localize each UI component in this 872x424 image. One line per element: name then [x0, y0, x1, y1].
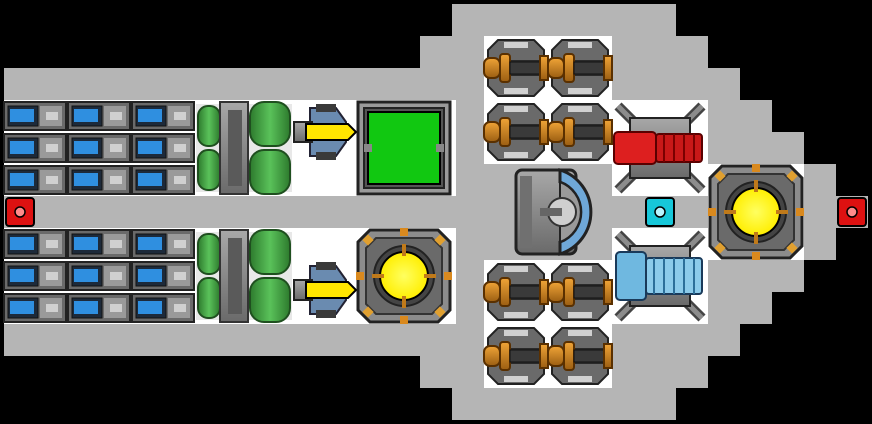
- battery-cell: [3, 261, 67, 291]
- battery-cell: [67, 165, 131, 195]
- battery-bank-bottom[interactable]: [3, 229, 195, 323]
- autocannon-group-top[interactable]: [483, 39, 613, 161]
- power-node-right[interactable]: [837, 197, 867, 227]
- battery-cell: [67, 229, 131, 259]
- ion-cannon[interactable]: [614, 230, 706, 322]
- battery-cell: [3, 133, 67, 163]
- battery-cell: [3, 229, 67, 259]
- battery-cell: [131, 293, 195, 323]
- reactor-left[interactable]: [356, 228, 452, 324]
- cockpit[interactable]: [356, 100, 452, 196]
- thruster-bottom[interactable]: [293, 262, 358, 318]
- battery-cell: [3, 293, 67, 323]
- reactor-right[interactable]: [708, 164, 804, 260]
- autocannon[interactable]: [547, 103, 613, 161]
- autocannon[interactable]: [547, 39, 613, 97]
- autocannon[interactable]: [547, 327, 613, 385]
- battery-cell: [67, 293, 131, 323]
- power-node-center[interactable]: [645, 197, 675, 227]
- autocannon[interactable]: [483, 327, 549, 385]
- missile-launcher[interactable]: [613, 102, 706, 194]
- battery-cell: [131, 101, 195, 131]
- battery-cell: [131, 133, 195, 163]
- battery-cell: [67, 261, 131, 291]
- autocannon[interactable]: [483, 263, 549, 321]
- autocannon[interactable]: [483, 103, 549, 161]
- battery-cell: [131, 229, 195, 259]
- battery-cell: [3, 101, 67, 131]
- battery-cell: [3, 165, 67, 195]
- autocannon[interactable]: [547, 263, 613, 321]
- battery-bank-top[interactable]: [3, 101, 195, 195]
- battery-cell: [131, 261, 195, 291]
- power-node-left[interactable]: [5, 197, 35, 227]
- battery-cell: [131, 165, 195, 195]
- fuel-tank-bottom[interactable]: [196, 229, 292, 323]
- autocannon-group-bottom[interactable]: [483, 263, 613, 385]
- thruster-top[interactable]: [293, 104, 358, 160]
- autocannon[interactable]: [483, 39, 549, 97]
- fuel-tank-top[interactable]: [196, 101, 292, 195]
- battery-cell: [67, 133, 131, 163]
- battery-cell: [67, 101, 131, 131]
- shield-generator[interactable]: [514, 167, 593, 257]
